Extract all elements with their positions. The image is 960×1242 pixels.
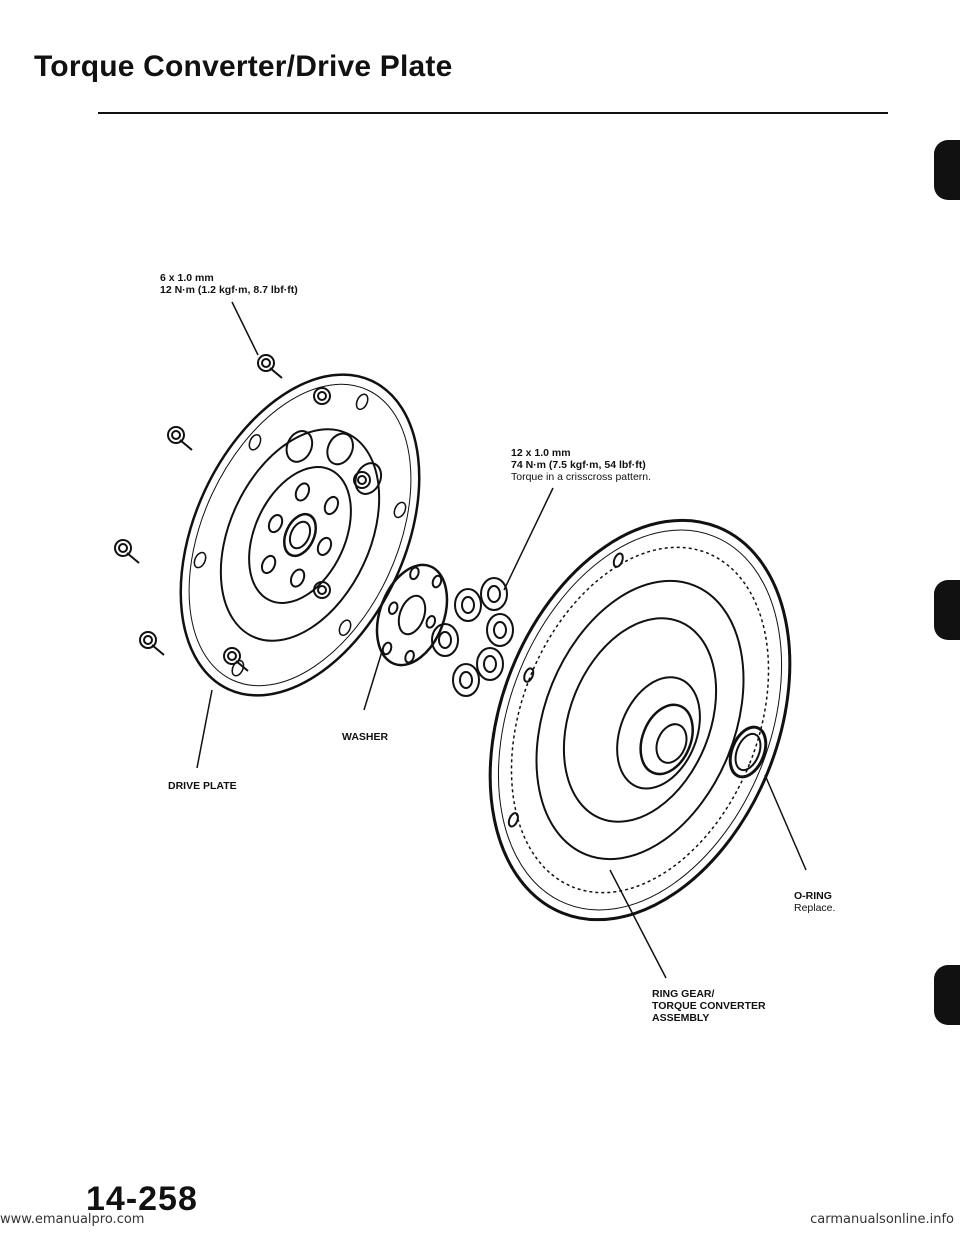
bolt-small-3 xyxy=(114,539,140,564)
leader-lines xyxy=(196,301,807,979)
o-ring-name: O-RING xyxy=(794,890,832,902)
large-bolt-size: 12 x 1.0 mm xyxy=(511,447,571,459)
small-bolt-torque: 12 N·m (1.2 kgf·m, 8.7 lbf·ft) xyxy=(160,284,298,296)
bolt-small-8 xyxy=(313,581,331,599)
bolt-small-5 xyxy=(223,647,249,672)
o-ring-label: O-RING Replace. xyxy=(794,890,835,914)
large-bolt-label: 12 x 1.0 mm 74 N·m (7.5 kgf·m, 54 lbf·ft… xyxy=(511,447,651,483)
drive-plate-label: DRIVE PLATE xyxy=(168,780,237,792)
ring-gear-label: RING GEAR/ TORQUE CONVERTER ASSEMBLY xyxy=(652,988,766,1024)
edge-mark-3 xyxy=(934,965,960,1025)
drive-plate xyxy=(179,373,421,697)
washer-label: WASHER xyxy=(342,731,389,743)
edge-mark-2 xyxy=(934,580,960,640)
edge-mark-1 xyxy=(934,140,960,200)
small-bolt-size: 6 x 1.0 mm xyxy=(160,272,214,284)
footer-logo: carmanualsonline.info xyxy=(810,1212,954,1227)
bolt-small-2 xyxy=(167,426,193,451)
ring-gear-line1: RING GEAR/ xyxy=(652,988,715,1000)
page-title: Torque Converter/Drive Plate xyxy=(34,50,453,83)
o-ring-note: Replace. xyxy=(794,902,836,914)
bolt-small-1 xyxy=(257,354,283,379)
large-bolt-torque: 74 N·m (7.5 kgf·m, 54 lbf·ft) xyxy=(511,459,646,471)
torque-converter xyxy=(488,518,792,922)
ring-gear-line2: TORQUE CONVERTER xyxy=(652,1000,766,1012)
o-ring xyxy=(728,725,768,779)
page-number: 14-258 xyxy=(86,1180,198,1218)
washer xyxy=(375,563,449,667)
ring-gear-line3: ASSEMBLY xyxy=(652,1012,710,1024)
bolt-small-6 xyxy=(313,387,331,405)
bolts-large xyxy=(431,577,514,697)
footer-url[interactable]: www.emanualpro.com xyxy=(0,1212,145,1227)
title-rule xyxy=(98,112,888,114)
bolt-small-7 xyxy=(353,471,371,489)
large-bolt-note: Torque in a crisscross pattern. xyxy=(511,471,652,483)
bolt-small-4 xyxy=(139,631,165,656)
small-bolt-label: 6 x 1.0 mm 12 N·m (1.2 kgf·m, 8.7 lbf·ft… xyxy=(160,272,298,296)
